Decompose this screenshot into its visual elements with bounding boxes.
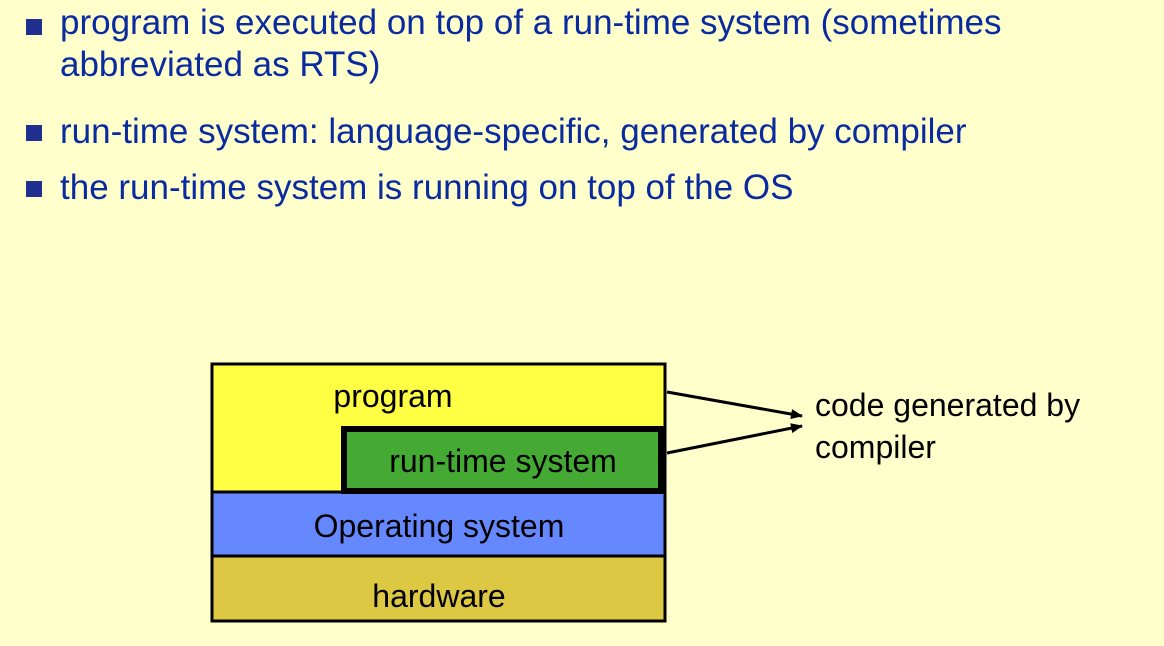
program-arrow [666,390,803,419]
program-label: program [333,378,452,414]
bullet-text: run-time system: language-specific, gene… [60,112,967,151]
operating-system-layer [210,490,667,558]
hardware-layer [210,554,667,623]
bullet-text: program is executed on top of a run-time… [60,3,1002,84]
runtime-arrow [666,423,803,455]
runtime-system-label: run-time system [389,443,617,479]
runtime-system-layer [341,426,664,494]
square-bullet-icon [26,125,42,141]
square-bullet-icon [26,181,42,197]
operating-system-label: Operating system [314,508,565,544]
square-bullet-icon [26,19,42,35]
hardware-label: hardware [372,578,505,614]
code-generated-callout: code generated by compiler [815,387,1081,465]
bullet-text: the run-time system is running on top of… [60,168,794,207]
